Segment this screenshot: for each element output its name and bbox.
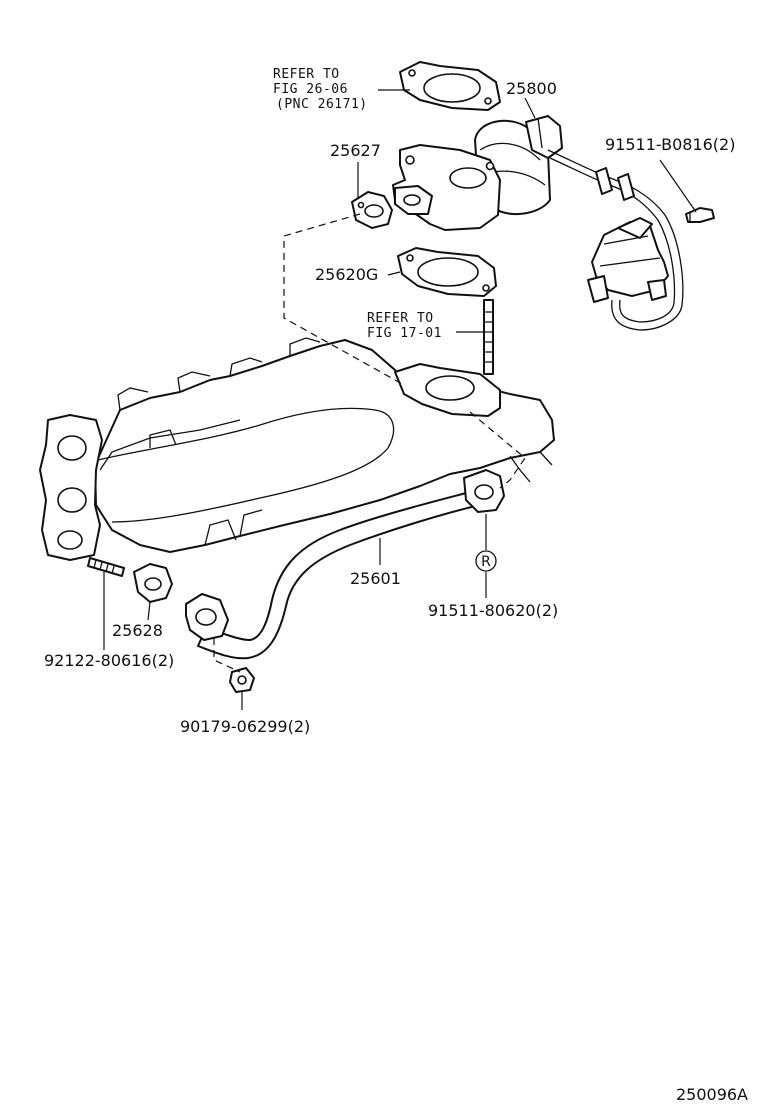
stud-bolt-refer-17: [483, 299, 494, 375]
refer-fig-26-line1: REFER TO: [273, 67, 340, 82]
leader-lines: [103, 89, 697, 710]
egr-pipe-25601: [185, 469, 505, 660]
egr-valve-25800: [392, 115, 563, 231]
label-25601: 25601: [350, 569, 401, 588]
alignment-lines: [213, 213, 526, 673]
label-25800: 25800: [506, 79, 557, 98]
cylinder-head-edge: [39, 414, 103, 561]
marker-r-label: R: [481, 554, 491, 570]
label-91511-b0816: 91511-B0816(2): [605, 135, 735, 154]
refer-fig-26-line3: (PNC 26171): [276, 97, 368, 112]
label-25628: 25628: [112, 621, 163, 640]
stud-92122-80616: [87, 557, 125, 577]
vacuum-hose-and-vsv: [547, 149, 684, 331]
bolt-91511-b0816: [685, 207, 715, 223]
reuse-marker: R: [475, 550, 497, 572]
intake-manifold: [94, 337, 555, 553]
upper-gasket: [399, 61, 501, 111]
gasket-25620g: [397, 247, 497, 297]
refer-fig-17-line2: FIG 17-01: [367, 326, 442, 341]
refer-fig-26-line2: FIG 26-06: [273, 82, 348, 97]
label-90179-06299: 90179-06299(2): [180, 717, 310, 736]
nut-90179-06299: [229, 667, 255, 693]
refer-fig-17-line1: REFER TO: [367, 311, 434, 326]
label-25620g: 25620G: [315, 265, 378, 284]
gasket-25628: [133, 563, 173, 603]
label-91511-80620: 91511-80620(2): [428, 601, 558, 620]
label-92122-80616: 92122-80616(2): [44, 651, 174, 670]
label-25627: 25627: [330, 141, 381, 160]
figure-code: 250096A: [676, 1085, 748, 1104]
gasket-25627: [351, 191, 393, 229]
